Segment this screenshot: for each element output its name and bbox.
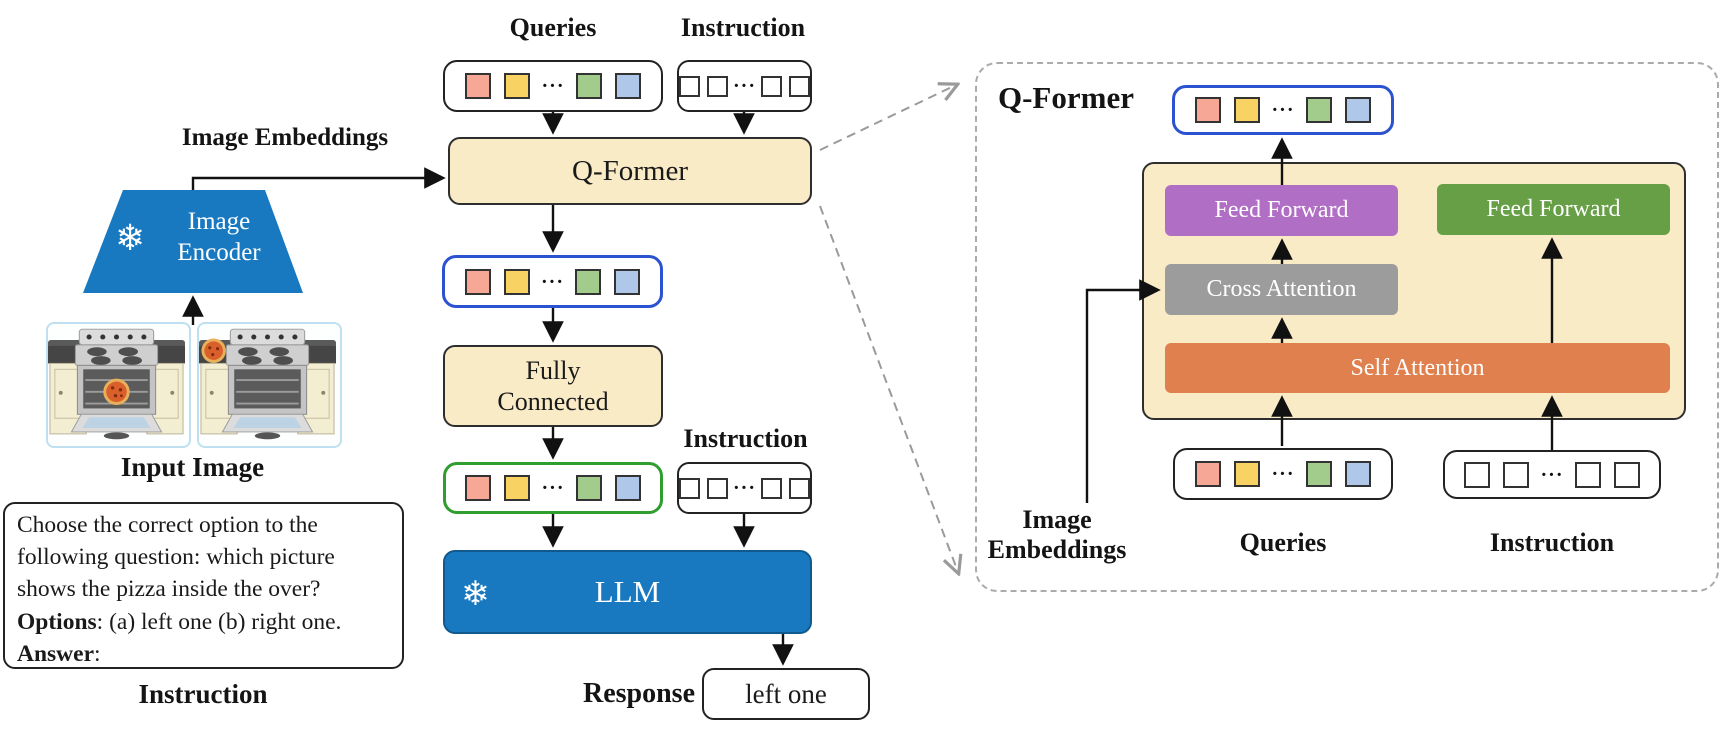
feed-forward-right-label: Feed Forward bbox=[1486, 196, 1621, 222]
qformer-image-embeddings-label: Image Embeddings bbox=[987, 505, 1127, 564]
dashed-zoom-line-bottom bbox=[819, 205, 958, 572]
ellipsis: ··· bbox=[1271, 99, 1295, 121]
token-square bbox=[707, 75, 728, 97]
ellipsis: ··· bbox=[1271, 463, 1295, 485]
feed-forward-left-label: Feed Forward bbox=[1214, 197, 1349, 223]
token-square bbox=[614, 268, 640, 295]
arrow-image-embeddings-to-qformer bbox=[191, 167, 446, 190]
token-square bbox=[465, 73, 492, 99]
qformer-output-token-box: ··· bbox=[1172, 85, 1394, 135]
token-square bbox=[1613, 461, 1640, 488]
feed-forward-right-box: Feed Forward bbox=[1437, 184, 1670, 235]
token-square bbox=[1305, 461, 1332, 487]
instruction-token-box-top: ··· bbox=[677, 60, 812, 112]
token-square bbox=[575, 475, 602, 501]
options-text: : (a) left one (b) right one. bbox=[96, 608, 342, 635]
answer-text: : bbox=[94, 640, 101, 667]
instruction-prompt-box: Choose the correct option to the followi… bbox=[3, 502, 404, 669]
response-value-box: left one bbox=[702, 668, 870, 720]
input-image-left-pizza-in-oven bbox=[46, 322, 191, 448]
token-square bbox=[1344, 461, 1371, 487]
image-embeddings-label: Image Embeddings bbox=[181, 124, 389, 151]
input-image-label: Input Image bbox=[120, 452, 265, 482]
instruction-caption: Instruction bbox=[138, 679, 268, 709]
qformer-instruction-token-box: ··· bbox=[1443, 450, 1661, 499]
snowflake-icon: ❄ bbox=[115, 218, 146, 259]
qformer-box: Q-Former bbox=[448, 137, 812, 205]
fully-connected-box: Fully Connected bbox=[443, 345, 663, 427]
ellipsis: ··· bbox=[733, 477, 757, 499]
oven-pizza-inside-illustration bbox=[48, 328, 185, 440]
prompt-line-1: Choose the correct option to the bbox=[17, 512, 318, 538]
image-encoder-label: Image Encoder bbox=[177, 208, 261, 267]
llm-label: LLM bbox=[594, 574, 661, 609]
token-square bbox=[1344, 97, 1371, 123]
token-square bbox=[761, 477, 783, 499]
token-square bbox=[1195, 97, 1222, 123]
llm-box: ❄ LLM bbox=[443, 550, 812, 634]
token-square bbox=[504, 73, 531, 99]
token-square bbox=[1234, 97, 1261, 123]
dashed-zoom-line-top bbox=[819, 85, 956, 151]
token-square bbox=[504, 475, 531, 501]
qformer-queries-label: Queries bbox=[1239, 528, 1327, 557]
token-square bbox=[789, 75, 811, 97]
token-square bbox=[1574, 461, 1601, 488]
query-output-token-box: ··· bbox=[442, 255, 663, 308]
token-square bbox=[761, 75, 783, 97]
token-square bbox=[1464, 461, 1491, 488]
ellipsis: ··· bbox=[541, 477, 565, 499]
oven-pizza-outside-illustration bbox=[199, 328, 336, 440]
token-square bbox=[679, 477, 700, 499]
token-square bbox=[464, 268, 491, 295]
prompt-line-2: following question: which picture bbox=[17, 544, 335, 571]
token-square bbox=[1195, 461, 1222, 487]
input-image-right-pizza-on-counter bbox=[197, 322, 342, 448]
queries-token-box: ··· bbox=[443, 60, 663, 112]
token-square bbox=[503, 268, 530, 295]
ellipsis: ··· bbox=[1540, 463, 1564, 486]
token-square bbox=[1503, 461, 1530, 488]
answer-label: Answer bbox=[17, 640, 95, 667]
token-square bbox=[1234, 461, 1261, 487]
instruction-label-mid: Instruction bbox=[683, 424, 808, 453]
ellipsis: ··· bbox=[733, 75, 757, 97]
snowflake-icon: ❄ bbox=[461, 574, 490, 614]
token-square bbox=[789, 477, 811, 499]
token-square bbox=[707, 477, 728, 499]
cross-attention-box: Cross Attention bbox=[1165, 264, 1398, 315]
prompt-line-options: Options: (a) left one (b) right one. bbox=[17, 606, 392, 638]
qformer-detail-title: Q-Former bbox=[998, 80, 1134, 115]
token-square bbox=[614, 73, 641, 99]
qformer-detail-panel bbox=[975, 62, 1719, 592]
response-value: left one bbox=[745, 678, 827, 709]
image-encoder-trapezoid: ❄ Image Encoder bbox=[83, 190, 303, 293]
queries-label-top: Queries bbox=[509, 13, 597, 42]
feed-forward-left-box: Feed Forward bbox=[1165, 185, 1398, 236]
qformer-box-label: Q-Former bbox=[572, 154, 688, 187]
self-attention-box: Self Attention bbox=[1165, 343, 1670, 393]
token-square bbox=[575, 268, 601, 295]
response-label: Response bbox=[582, 678, 695, 709]
qformer-instruction-label: Instruction bbox=[1489, 528, 1615, 557]
instruction-token-box-mid: ··· bbox=[677, 462, 812, 514]
self-attention-label: Self Attention bbox=[1350, 354, 1485, 381]
ellipsis: ··· bbox=[540, 270, 564, 293]
instruction-label-top: Instruction bbox=[680, 13, 806, 42]
prompt-line-3: shows the pizza inside the over? bbox=[17, 576, 321, 603]
prompt-line-answer: Answer: bbox=[17, 638, 392, 670]
token-square bbox=[679, 75, 700, 97]
qformer-queries-token-box: ··· bbox=[1173, 448, 1393, 500]
token-square bbox=[465, 475, 492, 501]
ellipsis: ··· bbox=[541, 75, 565, 97]
cross-attention-label: Cross Attention bbox=[1206, 276, 1357, 302]
token-square bbox=[1305, 97, 1332, 123]
options-label: Options bbox=[17, 608, 97, 635]
token-square bbox=[614, 475, 641, 501]
fully-connected-label: Fully Connected bbox=[497, 355, 609, 416]
token-square bbox=[575, 73, 602, 99]
projected-token-box: ··· bbox=[443, 462, 663, 514]
